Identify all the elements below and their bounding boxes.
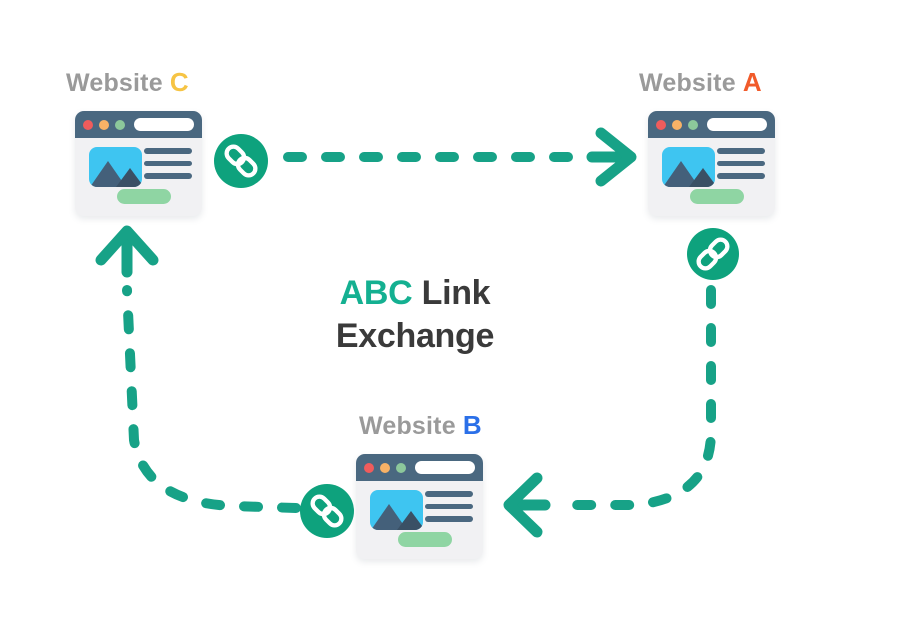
window-dot-green-icon <box>688 119 698 130</box>
button-pill <box>690 189 744 204</box>
address-bar <box>707 118 767 131</box>
website-b-letter: B <box>462 410 482 440</box>
browser-titlebar <box>75 111 202 138</box>
link-chain-icon <box>300 484 354 538</box>
browser-titlebar <box>356 454 483 481</box>
arrow-c-to-a <box>283 127 637 187</box>
website-b-card <box>356 454 483 559</box>
dashed-line <box>122 285 301 513</box>
text-lines <box>425 491 473 522</box>
window-dot-orange-icon <box>99 119 109 130</box>
arrow-a-to-b <box>503 285 716 538</box>
arrowhead-up-icon <box>95 225 159 266</box>
website-a-letter: A <box>742 67 762 97</box>
text-line <box>144 173 192 179</box>
text-line <box>144 148 192 154</box>
link-chain-icon <box>214 134 268 188</box>
window-dot-green-icon <box>396 462 406 473</box>
chain-left-ring <box>310 494 333 517</box>
website-c-card <box>75 111 202 216</box>
text-line <box>144 160 192 166</box>
window-dot-red-icon <box>83 119 93 130</box>
browser-body <box>648 138 775 216</box>
address-bar <box>134 118 194 131</box>
arrow-b-to-c <box>95 225 301 513</box>
chain-right-ring <box>321 505 344 528</box>
window-dot-red-icon <box>364 462 374 473</box>
website-b-label-word: Website <box>359 412 456 440</box>
website-c-letter: C <box>169 67 189 97</box>
website-c-label-word: Website <box>66 69 163 97</box>
text-line <box>717 160 765 166</box>
text-line <box>425 491 473 497</box>
chain-right-ring <box>707 237 730 260</box>
website-a-label-word: Website <box>639 69 736 97</box>
diagram-title: ABC Link Exchange <box>335 272 495 358</box>
window-dot-red-icon <box>656 119 666 130</box>
text-line <box>425 503 473 509</box>
window-dot-orange-icon <box>672 119 682 130</box>
browser-titlebar <box>648 111 775 138</box>
text-lines <box>717 148 765 179</box>
link-chain-icon <box>687 228 739 280</box>
browser-body <box>356 481 483 559</box>
text-line <box>425 516 473 522</box>
window-dot-orange-icon <box>380 462 390 473</box>
chain-left-ring <box>224 144 247 167</box>
button-pill <box>398 532 452 547</box>
chain-right-ring <box>235 155 258 178</box>
arrowhead-right-icon <box>595 127 637 187</box>
chain-left-ring <box>696 248 719 271</box>
button-pill <box>117 189 171 204</box>
website-a-card <box>648 111 775 216</box>
browser-body <box>75 138 202 216</box>
title-highlight: ABC <box>339 274 413 312</box>
arrowhead-left-icon <box>503 472 543 538</box>
text-line <box>717 148 765 154</box>
dashed-line <box>567 285 716 510</box>
image-placeholder-icon <box>370 490 423 530</box>
text-line <box>717 173 765 179</box>
image-placeholder-icon <box>89 147 142 187</box>
title-line-1: ABC Link <box>336 272 494 315</box>
text-lines <box>144 148 192 179</box>
title-line1-rest: Link <box>421 274 491 312</box>
address-bar <box>415 461 475 474</box>
image-placeholder-icon <box>662 147 715 187</box>
title-line-2: Exchange <box>335 316 495 355</box>
window-dot-green-icon <box>115 119 125 130</box>
